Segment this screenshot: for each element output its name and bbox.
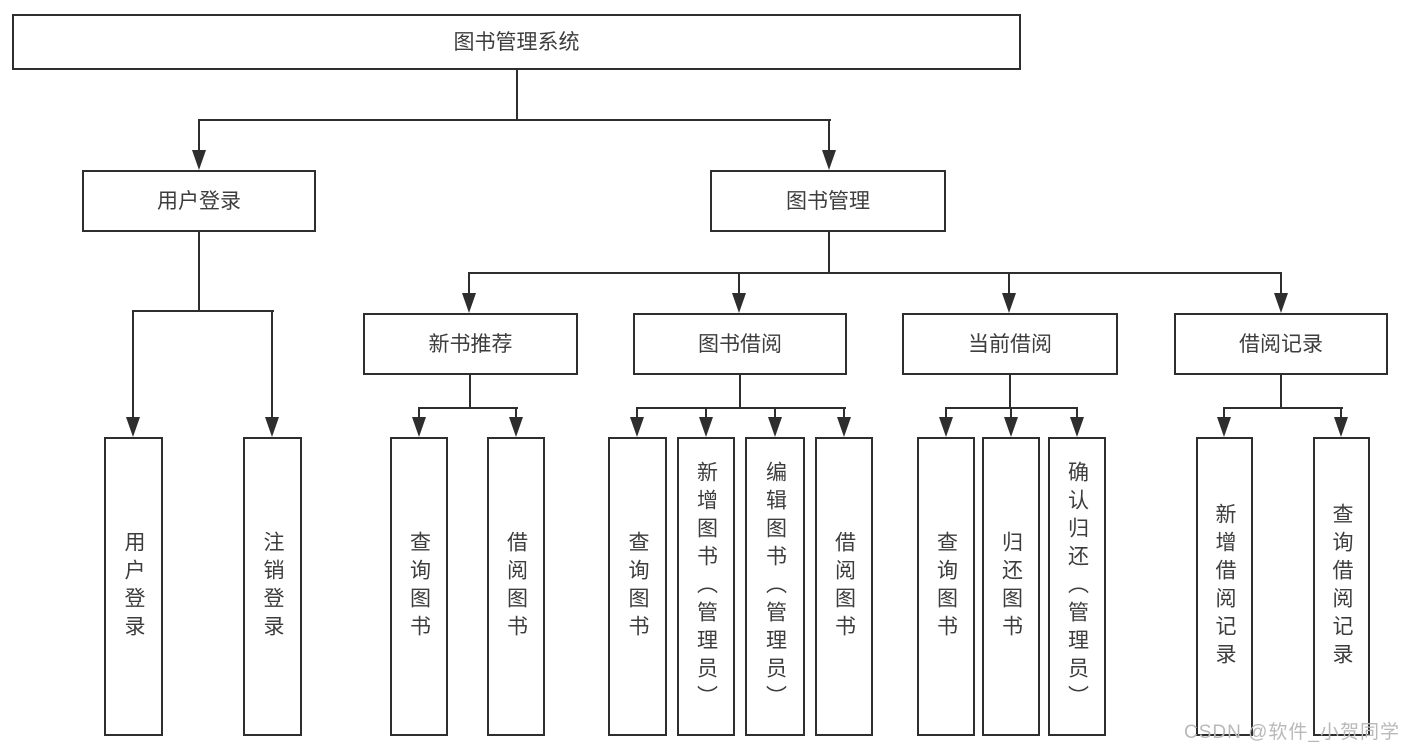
csdn-watermark: CSDN @软件_小贺同学 [1184, 722, 1400, 743]
edge-mgmt-rail [468, 272, 1282, 274]
leaf-current-return-books: 归还图书 [982, 437, 1040, 736]
edge-root-stem [516, 69, 518, 121]
edge-root-login-drop [198, 119, 200, 152]
arrow-to-current-confirm-leaf [1070, 417, 1084, 437]
arrow-to-borrow-add-leaf [699, 417, 713, 437]
arrow-to-borrow-query-leaf [630, 417, 644, 437]
node-book-borrow: 图书借阅 [633, 313, 847, 375]
edge-mgmt-record-drop [1280, 272, 1282, 294]
leaf-record-add-borrow-record: 新增借阅记录 [1196, 437, 1253, 736]
node-new-book-recommend: 新书推荐 [363, 313, 578, 375]
arrow-to-borrow-record-box [1274, 293, 1288, 313]
arrow-to-current-borrow-box [1002, 293, 1016, 313]
edge-borrow-child3-drop [774, 407, 776, 419]
arrow-to-newbook-query-leaf [412, 417, 426, 437]
leaf-newbook-query-books: 查询图书 [390, 437, 448, 736]
edge-borrow-child1-drop [636, 407, 638, 419]
arrow-to-record-add-leaf [1217, 417, 1231, 437]
node-book-management: 图书管理 [710, 170, 946, 232]
arrow-to-user-login-branch [192, 150, 206, 170]
node-current-borrow: 当前借阅 [902, 313, 1118, 375]
edge-record-child1-drop [1223, 407, 1225, 419]
edge-login-child2-drop [271, 310, 273, 418]
edge-login-rail [132, 310, 274, 312]
node-library-management-system: 图书管理系统 [12, 14, 1021, 70]
arrow-to-borrow-edit-leaf [768, 417, 782, 437]
edge-current-stem [1009, 375, 1011, 409]
leaf-newbook-borrow-books: 借阅图书 [487, 437, 545, 736]
leaf-borrow-edit-books-admin: 编辑图书（管理员） [745, 437, 805, 736]
arrow-to-current-return-leaf [1004, 417, 1018, 437]
edge-record-rail [1223, 407, 1343, 409]
leaf-borrow-borrow-books: 借阅图书 [815, 437, 873, 736]
arrow-to-borrow-borrow-leaf [837, 417, 851, 437]
edge-newbook-child1-drop [418, 407, 420, 419]
edge-newbook-stem [469, 375, 471, 409]
leaf-current-query-books: 查询图书 [917, 437, 975, 736]
edge-borrow-child4-drop [843, 407, 845, 419]
edge-root-rail [198, 119, 831, 121]
edge-newbook-child2-drop [515, 407, 517, 419]
arrow-to-current-query-leaf [939, 417, 953, 437]
edge-mgmt-borrow-drop [738, 272, 740, 294]
node-user-login: 用户登录 [82, 170, 316, 232]
edge-mgmt-stem [828, 232, 830, 274]
edge-mgmt-current-drop [1008, 272, 1010, 294]
leaf-borrow-add-books-admin: 新增图书（管理员） [677, 437, 735, 736]
edge-current-child2-drop [1010, 407, 1012, 419]
edge-login-child1-drop [132, 310, 134, 418]
arrow-to-new-book-box [462, 293, 476, 313]
edge-newbook-rail [418, 407, 518, 409]
edge-record-stem [1280, 375, 1282, 409]
edge-record-child2-drop [1340, 407, 1342, 419]
arrow-to-logout-leaf [265, 417, 279, 437]
leaf-user-login: 用户登录 [104, 437, 163, 736]
edge-mgmt-newbook-drop [468, 272, 470, 294]
node-borrow-record: 借阅记录 [1174, 313, 1388, 375]
arrow-to-user-login-leaf [126, 417, 140, 437]
leaf-borrow-query-books: 查询图书 [608, 437, 667, 736]
arrow-to-book-borrow-box [732, 293, 746, 313]
edge-borrow-stem [739, 375, 741, 409]
leaf-current-confirm-return-admin: 确认归还（管理员） [1048, 437, 1106, 736]
arrow-to-record-query-leaf [1334, 417, 1348, 437]
leaf-record-query-borrow-record: 查询借阅记录 [1313, 437, 1370, 736]
edge-borrow-rail [636, 407, 846, 409]
arrow-to-newbook-borrow-leaf [509, 417, 523, 437]
leaf-logout: 注销登录 [243, 437, 302, 736]
arrow-to-book-mgmt-branch [822, 150, 836, 170]
edge-current-child1-drop [945, 407, 947, 419]
edge-borrow-child2-drop [705, 407, 707, 419]
edge-login-stem [198, 232, 200, 312]
edge-current-child3-drop [1076, 407, 1078, 419]
edge-root-mgmt-drop [828, 119, 830, 152]
